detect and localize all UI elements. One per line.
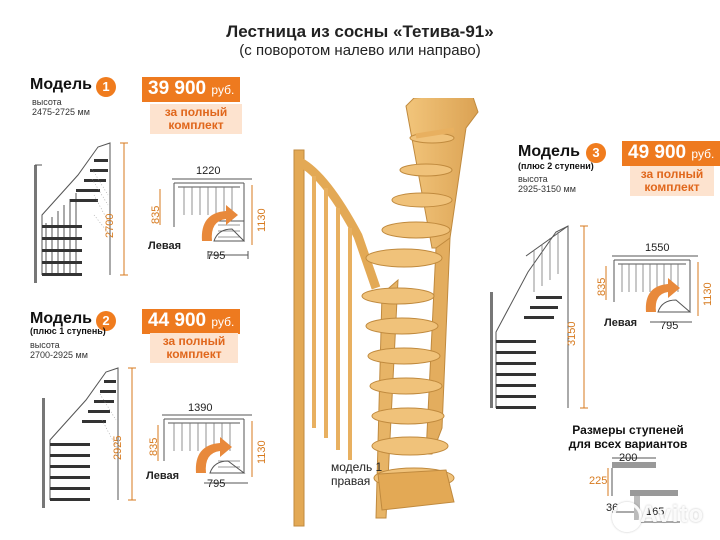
model-1-side-label: Левая xyxy=(148,240,181,252)
model-3-note: (плюс 2 ступени) xyxy=(518,161,594,171)
model-2-badge: 2 xyxy=(96,311,116,331)
model-1-label: Модель xyxy=(30,76,92,93)
page-subtitle: (с поворотом налево или направо) xyxy=(239,42,481,59)
model-1-total-height: 2700 xyxy=(104,213,116,238)
model-1-badge: 1 xyxy=(96,77,116,97)
model-3-side-label: Левая xyxy=(604,317,637,329)
model-2-offer-line-1: за полный xyxy=(162,334,226,348)
model-3-elevation-drawing xyxy=(490,225,588,409)
steps-title-line-1: Размеры ступеней xyxy=(572,423,684,437)
model-3-plan-side: 835 xyxy=(596,277,608,296)
model-1-offer-line-2: комплект xyxy=(168,118,224,132)
model-3-plan-bottom: 795 xyxy=(660,320,679,332)
model-1-plan-width: 1220 xyxy=(196,165,221,177)
model-3-badge: 3 xyxy=(586,143,606,163)
model-1-height-range: 2475-2725 мм xyxy=(32,107,90,117)
watermark-text: Avito xyxy=(640,501,705,528)
steps-title: Размеры ступеней для всех вариантов xyxy=(558,423,698,451)
model-2-plan-bottom: 795 xyxy=(207,478,226,490)
model-1-plan-bottom: 795 xyxy=(207,250,226,262)
photo-caption: модель 1 правая xyxy=(331,460,382,488)
model-2-plan-width: 1390 xyxy=(188,402,213,414)
photo-caption-line-2: правая xyxy=(331,474,371,488)
model-2-offer: за полный комплект xyxy=(150,333,238,363)
model-3-label: Модель xyxy=(518,143,580,160)
model-3-currency: руб. xyxy=(691,147,715,161)
model-3-offer: за полный комплект xyxy=(630,166,714,196)
model-2-offer-line-2: комплект xyxy=(166,347,222,361)
model-2-label: Модель xyxy=(30,310,92,327)
model-1-height-caption: высота xyxy=(32,97,62,107)
model-1-offer: за полный комплект xyxy=(150,104,242,134)
model-1-offer-line-1: за полный xyxy=(164,105,228,119)
model-2-elevation-drawing xyxy=(42,367,136,508)
model-3-offer-line-2: комплект xyxy=(644,180,700,194)
step-rise: 225 xyxy=(589,475,608,487)
model-2-height-range: 2700-2925 мм xyxy=(30,350,88,360)
step-width: 200 xyxy=(619,452,638,464)
model-2-height-caption: высота xyxy=(30,340,60,350)
model-1-currency: руб. xyxy=(211,83,235,97)
model-3-plan-drawing xyxy=(605,255,699,323)
model-2-currency: руб. xyxy=(211,315,235,329)
model-2-plan-depth: 1130 xyxy=(256,440,268,464)
model-3-offer-line-1: за полный xyxy=(640,167,704,181)
model-1-plan-depth: 1130 xyxy=(256,208,268,232)
model-2-note: (плюс 1 ступень) xyxy=(30,326,106,336)
model-3-plan-depth: 1130 xyxy=(702,282,714,306)
photo-caption-line-1: модель 1 xyxy=(331,460,383,474)
model-3-plan-width: 1550 xyxy=(645,242,670,254)
model-2-price: 44 900 xyxy=(148,310,207,331)
model-3-price: 49 900 xyxy=(628,142,687,163)
model-1-elevation-drawing xyxy=(34,142,128,283)
steps-title-line-2: для всех вариантов xyxy=(568,437,688,451)
model-3-height-caption: высота xyxy=(518,174,548,184)
model-3-price-tag: 49 900 руб. xyxy=(622,141,720,166)
model-1-plan-drawing xyxy=(159,178,253,259)
model-2-price-tag: 44 900 руб. xyxy=(142,309,241,334)
model-2-total-height: 2925 xyxy=(112,435,124,460)
page-title: Лестница из сосны «Тетива-91» xyxy=(226,22,494,41)
step-depth: 165 xyxy=(646,506,665,518)
model-1-price-tag: 39 900 руб. xyxy=(142,77,241,102)
model-2-side-label: Левая xyxy=(146,470,179,482)
model-1-price: 39 900 xyxy=(148,78,207,99)
model-1-plan-side: 835 xyxy=(150,205,162,224)
watermark-logo-icon xyxy=(612,502,642,532)
model-3-total-height: 3150 xyxy=(566,321,578,346)
model-2-plan-side: 835 xyxy=(148,437,160,456)
model-2-plan-drawing xyxy=(157,414,253,484)
staircase-photo xyxy=(293,98,479,527)
model-3-height-range: 2925-3150 мм xyxy=(518,184,576,194)
